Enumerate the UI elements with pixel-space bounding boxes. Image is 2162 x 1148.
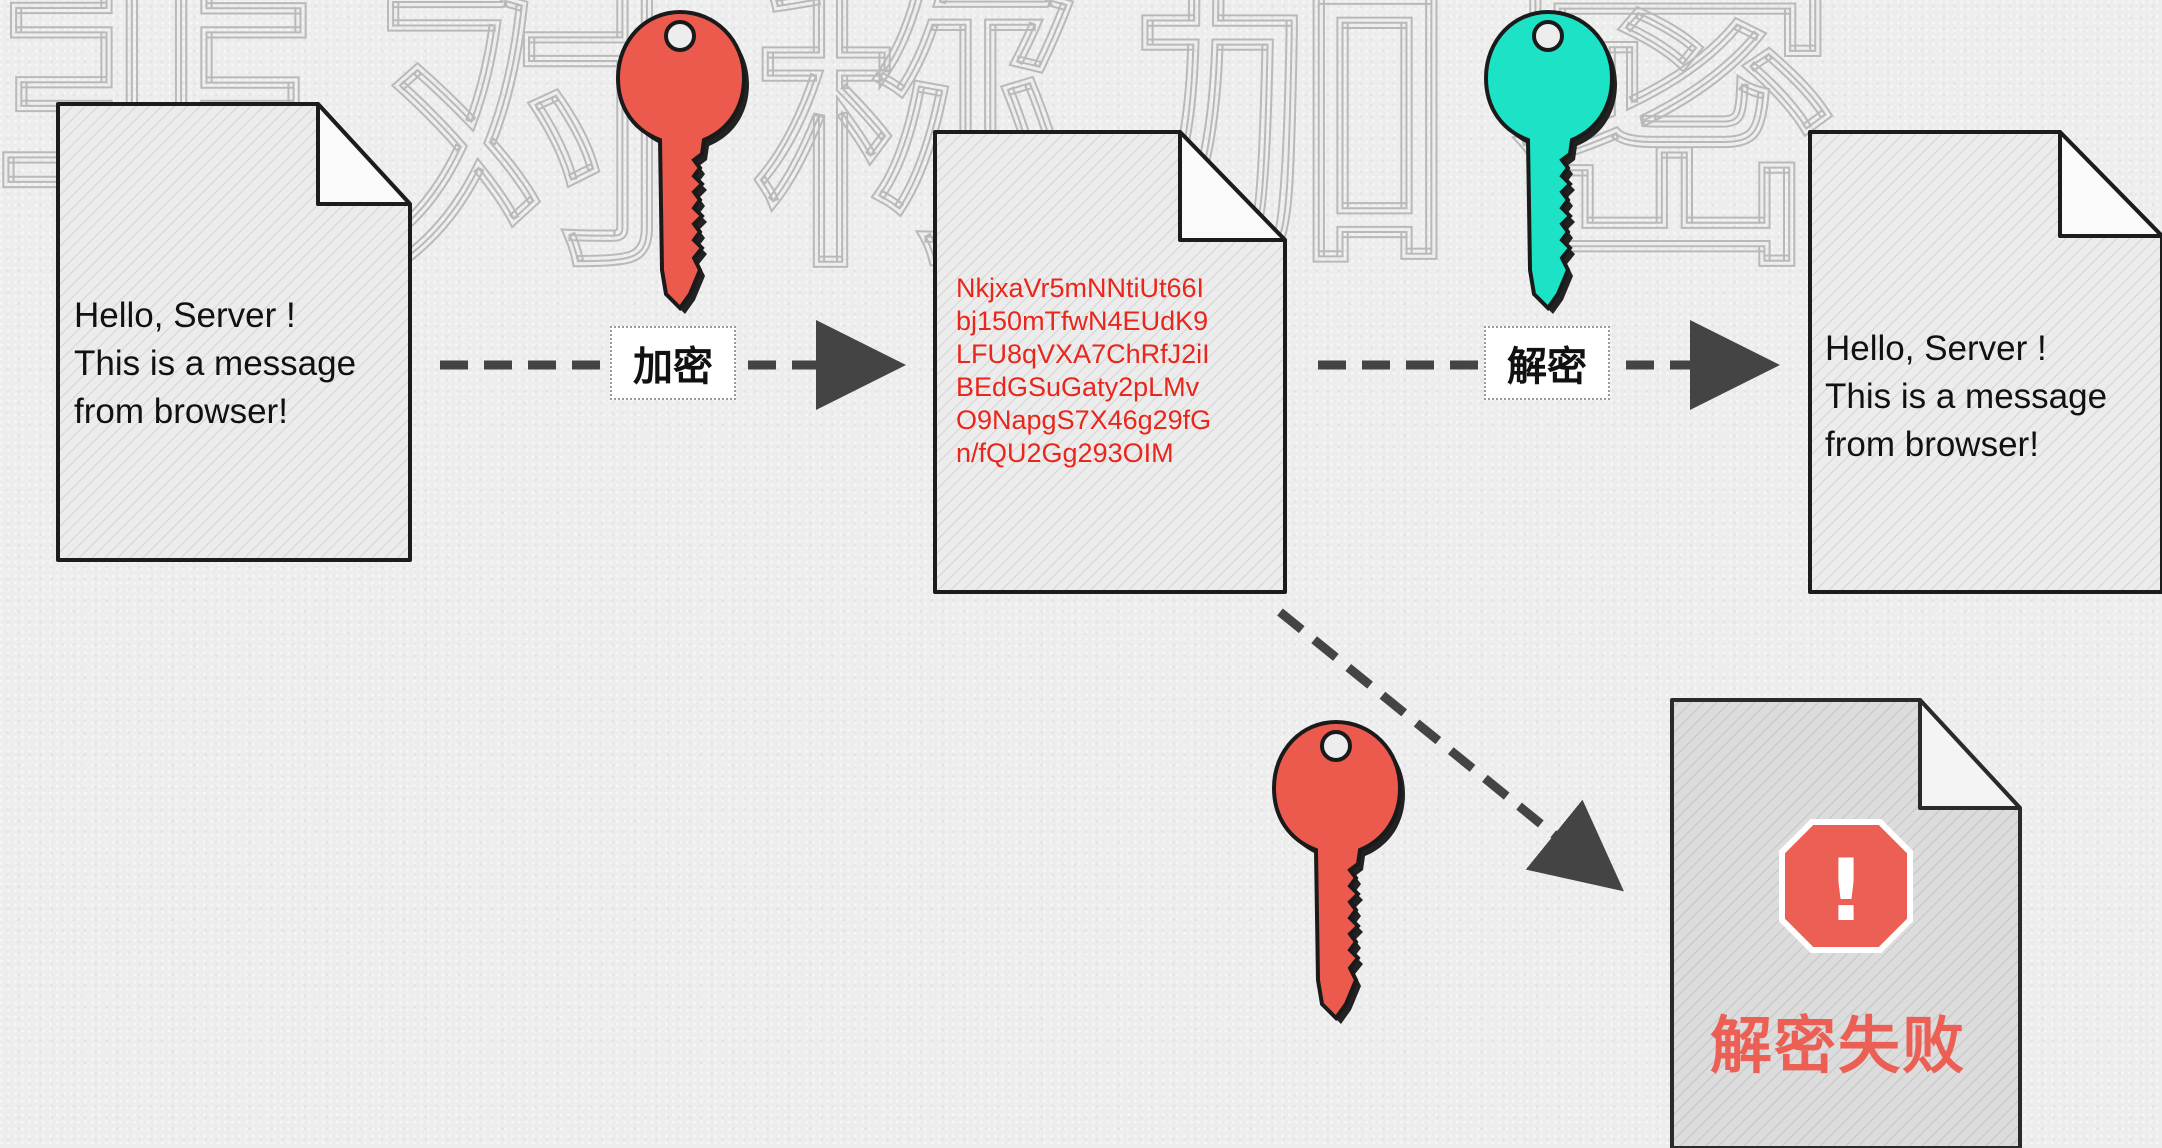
cipher-line: n/fQU2Gg293OIM	[956, 438, 1174, 468]
text-line: from browser!	[1825, 425, 2039, 464]
document-plaintext-left	[56, 102, 412, 562]
cipher-line: LFU8qVXA7ChRfJ2iI	[956, 339, 1210, 369]
document-plaintext-right	[1808, 130, 2162, 594]
key-icon	[1272, 720, 1405, 1024]
text-line: This is a message	[1825, 377, 2108, 416]
text-line: This is a message	[74, 344, 357, 383]
text-line: Hello, Server !	[74, 296, 296, 335]
decrypt-failed-text: 解密失败	[1710, 1009, 1967, 1082]
key-icon	[1484, 10, 1617, 314]
ciphertext-text: NkjxaVr5mNNtiUt66I bj150mTfwN4EUdK9 LFU8…	[956, 272, 1211, 470]
arrow-wrong-key	[1277, 608, 1624, 892]
plaintext-left-text: Hello, Server ! This is a message from b…	[74, 292, 356, 436]
encrypt-label: 加密	[610, 326, 736, 400]
warning-symbol: !	[1826, 841, 1865, 941]
cipher-line: bj150mTfwN4EUdK9	[956, 306, 1209, 336]
plaintext-right-text: Hello, Server ! This is a message from b…	[1825, 325, 2107, 469]
cipher-line: O9NapgS7X46g29fG	[956, 405, 1212, 435]
text-line: Hello, Server !	[1825, 329, 2047, 368]
decrypt-label: 解密	[1484, 326, 1610, 400]
key-icon	[616, 10, 749, 314]
cipher-line: NkjxaVr5mNNtiUt66I	[956, 273, 1205, 303]
cipher-line: BEdGSuGaty2pLMv	[956, 372, 1200, 402]
warning-octagon-icon: !	[1779, 819, 1913, 953]
document-ciphertext	[933, 130, 1287, 594]
text-line: from browser!	[74, 392, 288, 431]
